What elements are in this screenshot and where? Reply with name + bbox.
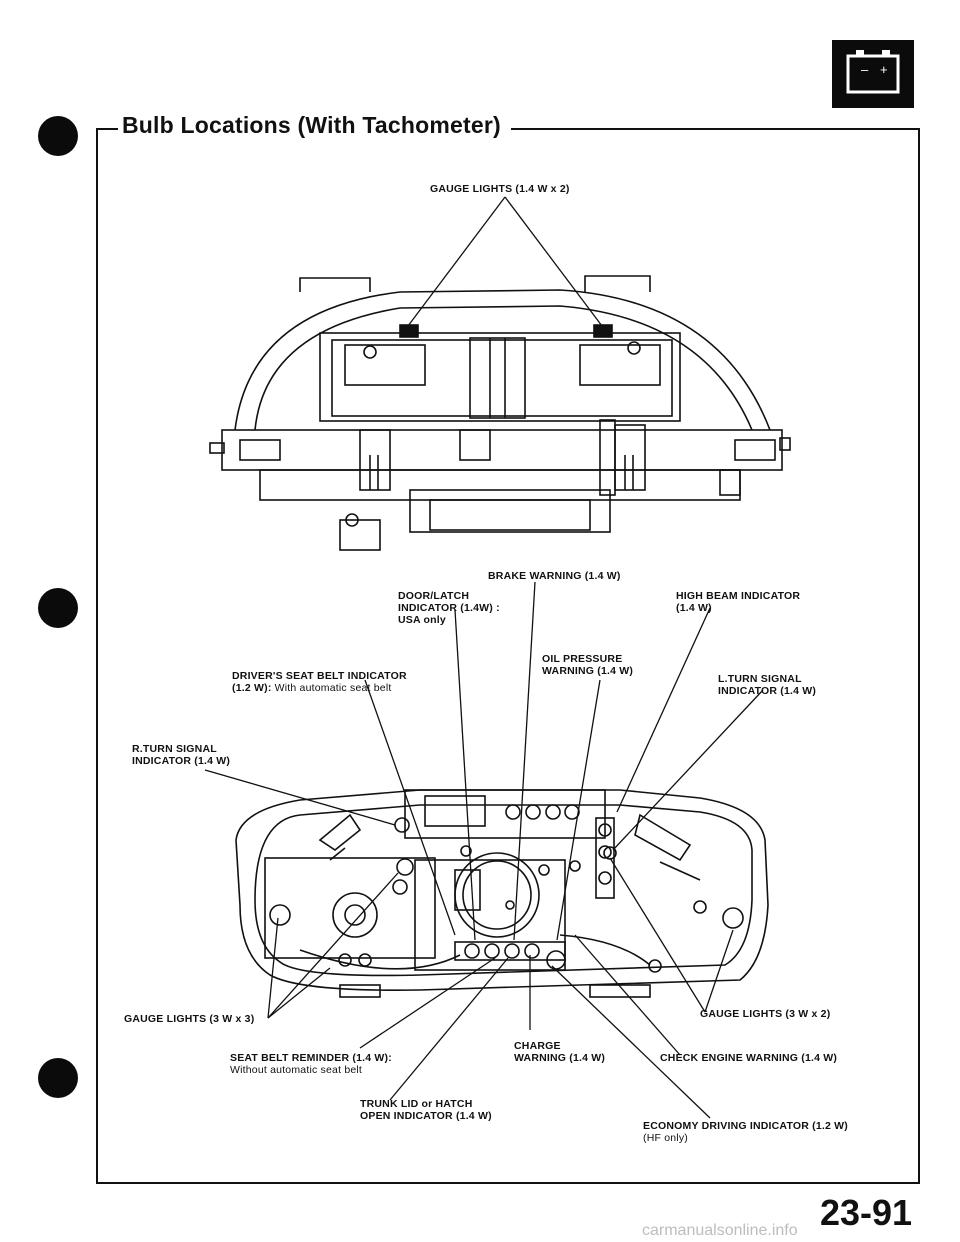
label-oil-pressure: OIL PRESSURE WARNING (1.4 W) — [542, 653, 633, 677]
label-trunk-line1: TRUNK LID or HATCH — [360, 1098, 473, 1110]
label-door-latch-line1: DOOR/LATCH — [398, 590, 470, 602]
label-check-engine: CHECK ENGINE WARNING (1.4 W) — [660, 1052, 838, 1064]
instrument-cluster-top-view — [209, 275, 791, 551]
instrument-cluster-rear-view — [235, 789, 769, 998]
label-door-latch-line2: INDICATOR (1.4W) : — [398, 602, 500, 614]
label-charge-line1: CHARGE — [514, 1040, 561, 1052]
page-number: 23-91 — [820, 1192, 913, 1233]
label-l-turn-signal: L.TURN SIGNAL INDICATOR (1.4 W) — [718, 673, 816, 697]
label-r-turn-line1: R.TURN SIGNAL — [132, 743, 217, 755]
punch-hole — [38, 1058, 78, 1098]
svg-text:+: + — [880, 62, 888, 77]
title-block: Bulb Locations (With Tachometer) — [118, 112, 511, 139]
battery-icon: – + — [832, 40, 914, 108]
leader-lines — [204, 196, 764, 1119]
label-l-turn-line2: INDICATOR (1.4 W) — [718, 685, 817, 697]
label-seat-belt-reminder-note: Without automatic seat belt — [230, 1064, 363, 1076]
watermark: carmanualsonline.info — [642, 1222, 798, 1239]
label-gauge-lights-right: GAUGE LIGHTS (3 W x 2) — [700, 1008, 831, 1020]
label-r-turn-line2: INDICATOR (1.4 W) — [132, 755, 231, 767]
label-charge-warning: CHARGE WARNING (1.4 W) — [514, 1040, 605, 1064]
punch-hole — [38, 588, 78, 628]
label-charge-line2: WARNING (1.4 W) — [514, 1052, 606, 1064]
label-trunk-line2: OPEN INDICATOR (1.4 W) — [360, 1110, 492, 1122]
label-oil-pressure-line2: WARNING (1.4 W) — [542, 665, 634, 677]
label-drivers-seat-belt-line2: (1.2 W): — [232, 682, 272, 694]
label-trunk-hatch: TRUNK LID or HATCH OPEN INDICATOR (1.4 W… — [360, 1098, 492, 1122]
label-oil-pressure-line1: OIL PRESSURE — [542, 653, 623, 665]
label-drivers-seat-belt-line1: DRIVER'S SEAT BELT INDICATOR — [232, 670, 407, 682]
label-drivers-seat-belt: DRIVER'S SEAT BELT INDICATOR (1.2 W): Wi… — [232, 670, 407, 694]
label-r-turn-signal: R.TURN SIGNAL INDICATOR (1.4 W) — [132, 743, 230, 767]
label-gauge-lights-left: GAUGE LIGHTS (3 W x 3) — [124, 1013, 255, 1025]
label-high-beam-line2: (1.4 W) — [676, 602, 712, 614]
label-seat-belt-reminder: SEAT BELT REMINDER (1.4 W): Without auto… — [230, 1052, 392, 1076]
label-economy-line1: ECONOMY DRIVING INDICATOR (1.2 W) — [643, 1120, 848, 1132]
label-door-latch: DOOR/LATCH INDICATOR (1.4W) : USA only — [398, 590, 500, 626]
label-high-beam-line1: HIGH BEAM INDICATOR — [676, 590, 801, 602]
label-high-beam: HIGH BEAM INDICATOR (1.4 W) — [676, 590, 800, 614]
punch-hole — [38, 116, 78, 156]
label-seat-belt-reminder-line1: SEAT BELT REMINDER (1.4 W): — [230, 1052, 392, 1064]
label-l-turn-line1: L.TURN SIGNAL — [718, 673, 802, 685]
label-door-latch-line3: USA only — [398, 614, 446, 626]
label-economy-driving: ECONOMY DRIVING INDICATOR (1.2 W) (HF on… — [643, 1120, 848, 1144]
label-gauge-lights-top: GAUGE LIGHTS (1.4 W x 2) — [430, 183, 570, 195]
label-economy-line2: (HF only) — [643, 1132, 688, 1144]
page-title: Bulb Locations (With Tachometer) — [122, 112, 501, 138]
label-drivers-seat-belt-note: With automatic seat belt — [274, 682, 392, 694]
label-brake-warning: BRAKE WARNING (1.4 W) — [488, 570, 621, 582]
svg-text:–: – — [861, 62, 869, 77]
